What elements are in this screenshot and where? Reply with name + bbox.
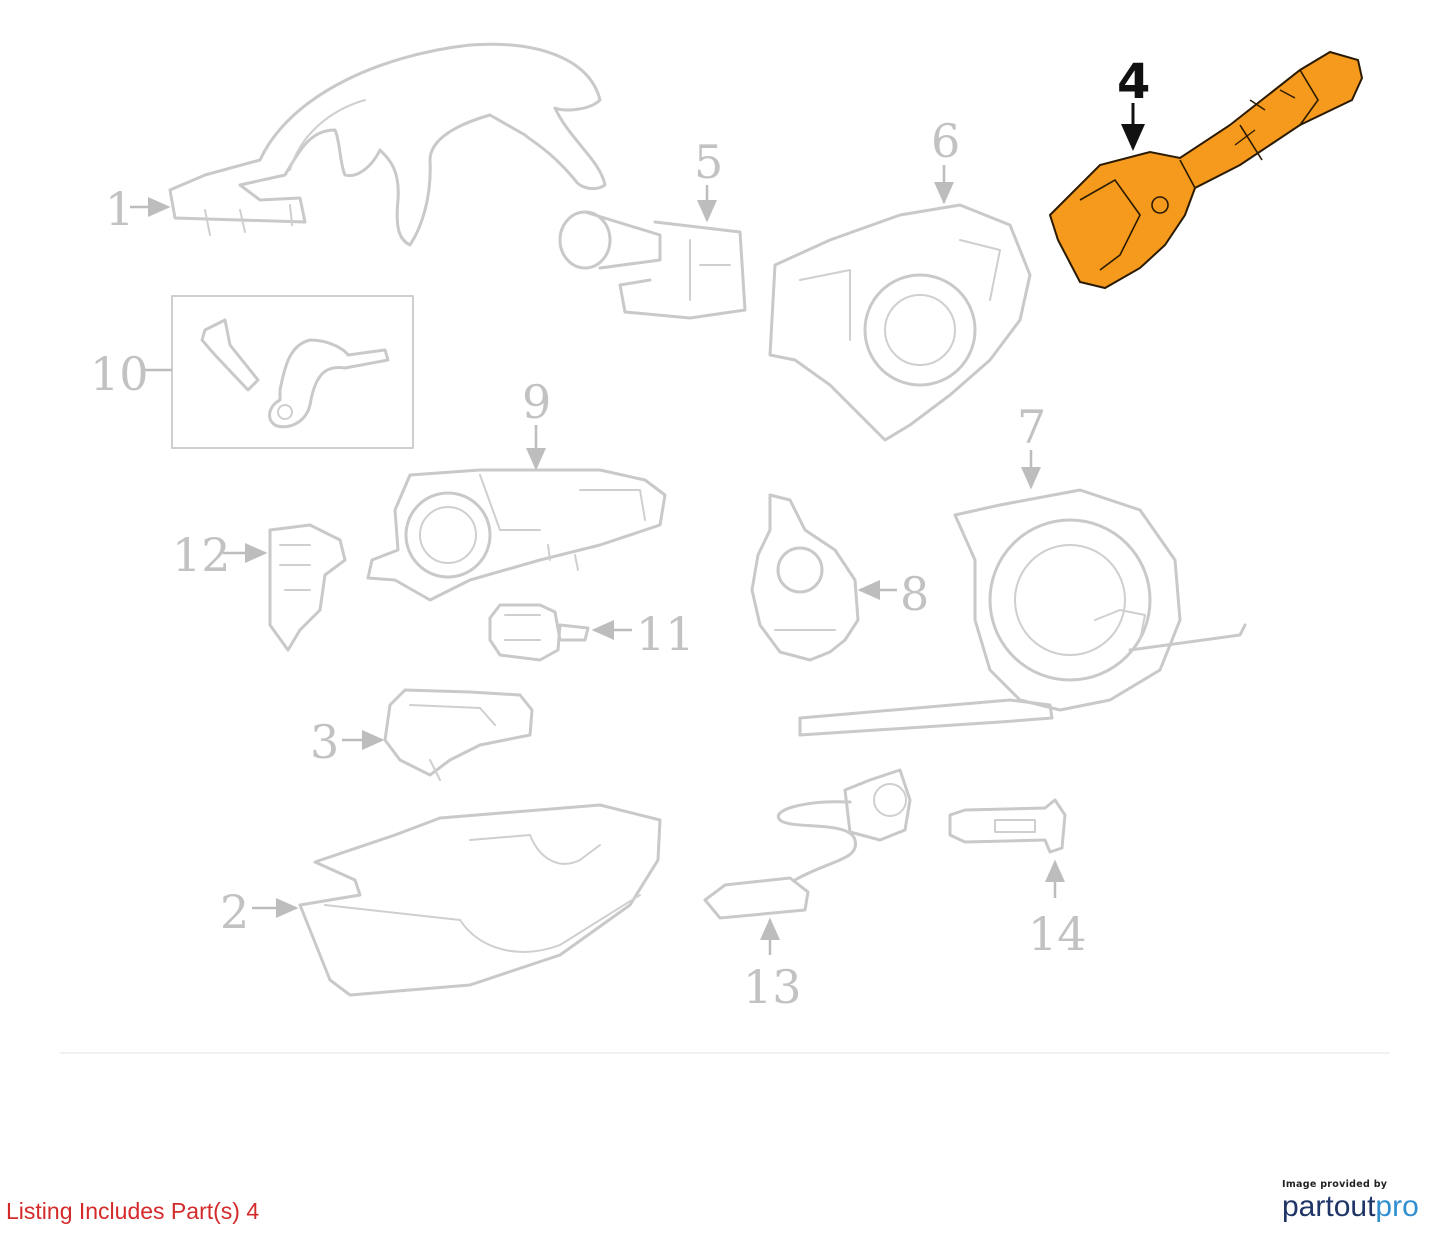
callout-labels: 1 5 6 4 10 9 7 12 8 11 3 2 13 14: [90, 54, 1150, 1014]
callout-13: 13: [743, 960, 802, 1014]
part-12-small-switch: [268, 523, 347, 652]
part-4-highlighted-switch: [1048, 50, 1364, 290]
callout-3: 3: [310, 715, 339, 769]
callout-12: 12: [172, 528, 231, 582]
callout-4: 4: [1117, 54, 1150, 110]
part-14-connector: [948, 798, 1067, 854]
part-8-angle-sensor: [750, 493, 860, 662]
part-9-ignition-housing: [366, 468, 667, 602]
listing-caption: Listing Includes Part(s) 4: [6, 1198, 260, 1224]
part-7-clock-spring: [798, 488, 1247, 737]
callout-2: 2: [220, 885, 249, 939]
part-13-harness: [703, 768, 912, 920]
part-5-switch: [558, 210, 747, 320]
part-11-sensor: [488, 603, 590, 662]
credit-label: Image provided by: [1282, 1179, 1388, 1190]
part-2-lower-shroud: [298, 803, 662, 997]
leader-arrows: [130, 103, 1145, 955]
brand-logo-part2: pro: [1375, 1190, 1419, 1223]
callout-11: 11: [636, 607, 695, 661]
callout-7: 7: [1017, 400, 1046, 454]
callout-8: 8: [900, 567, 929, 621]
part-3-bracket: [383, 688, 534, 781]
callout-14: 14: [1028, 907, 1087, 961]
brand-logo-part1: partout: [1282, 1190, 1376, 1223]
callout-6: 6: [931, 114, 960, 168]
callout-10: 10: [90, 347, 149, 401]
callout-9: 9: [522, 375, 551, 429]
part-6-column-module: [768, 203, 1032, 442]
brand-logo: partoutpro: [1282, 1192, 1432, 1222]
part-1-upper-shroud: [168, 42, 607, 247]
part-10-kit-box: [171, 295, 414, 449]
callout-1: 1: [105, 182, 134, 236]
image-credit: Image provided by partoutpro: [1282, 1179, 1432, 1222]
callout-5: 5: [694, 135, 723, 189]
